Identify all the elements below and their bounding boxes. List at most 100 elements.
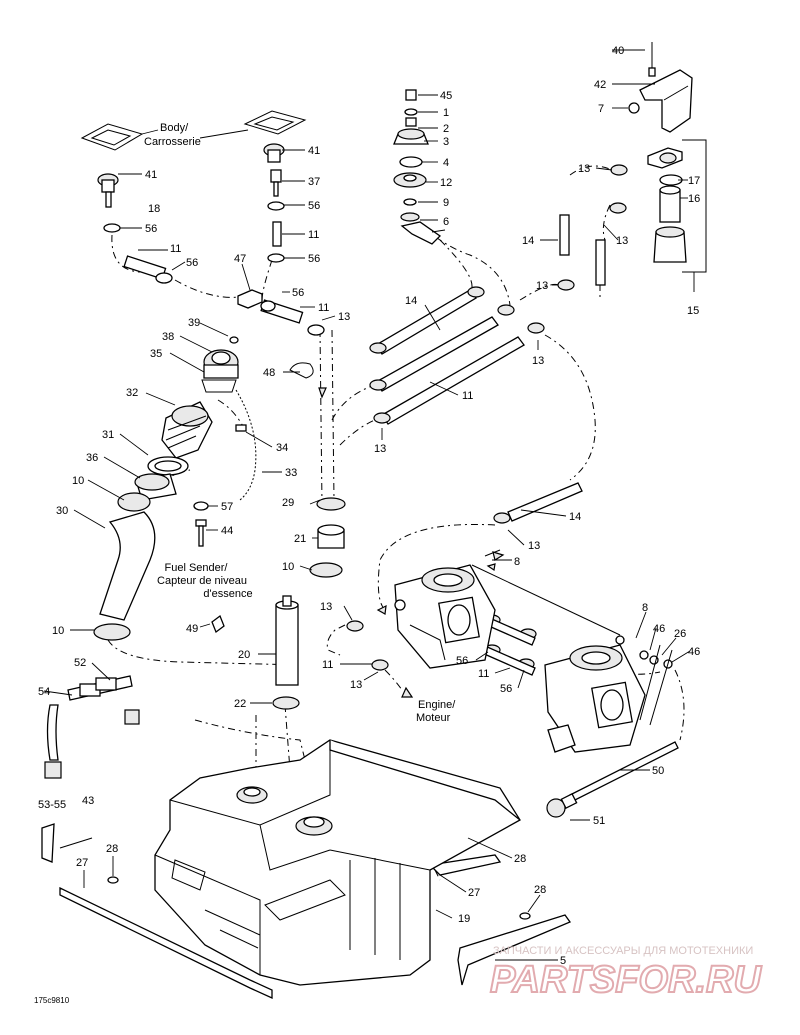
callout-37: 37	[308, 176, 320, 188]
callout-27-a: 27	[76, 857, 88, 869]
watermark-tagline: ЗАПЧАСТИ И АКСЕССУАРЫ ДЛЯ МОТОТЕХНИКИ	[493, 945, 753, 957]
callout-14-low: 14	[569, 511, 581, 523]
callout-42: 42	[594, 79, 606, 91]
callout-14-top: 14	[522, 235, 534, 247]
callout-8-b: 8	[642, 602, 648, 614]
callout-28-c: 28	[534, 884, 546, 896]
callout-3: 3	[443, 136, 449, 148]
label-moteur: Moteur	[416, 712, 451, 724]
callout-14-mid: 14	[405, 295, 417, 307]
callout-13-pump: 13	[578, 163, 590, 175]
callout-1: 1	[443, 107, 449, 119]
callout-13-d: 13	[338, 311, 350, 323]
label-body: Body/	[160, 122, 189, 134]
callout-46-b: 46	[688, 646, 700, 658]
callout-41-right: 41	[308, 145, 320, 157]
callout-35: 35	[150, 348, 162, 360]
fuel-sender-assembly	[211, 362, 346, 710]
callout-30: 30	[56, 505, 68, 517]
callout-15: 15	[687, 305, 699, 317]
callout-10-b: 10	[282, 561, 294, 573]
callout-38: 38	[162, 331, 174, 343]
callout-56-g: 56	[500, 683, 512, 695]
callout-5: 5	[560, 955, 566, 967]
callout-45: 45	[440, 90, 452, 102]
callout-11-c: 11	[318, 302, 329, 314]
callout-41-left: 41	[145, 169, 157, 181]
callout-26: 26	[674, 628, 686, 640]
callout-32: 32	[126, 387, 138, 399]
callout-21: 21	[294, 533, 306, 545]
leader-lines	[43, 49, 691, 961]
callout-29: 29	[282, 497, 294, 509]
callout-39: 39	[188, 317, 200, 329]
fuel-pump-assembly	[628, 42, 707, 292]
callout-34: 34	[276, 442, 288, 454]
callout-18: 18	[148, 203, 160, 215]
callout-56-b: 56	[308, 253, 320, 265]
callout-9: 9	[443, 197, 449, 209]
callout-11-b: 11	[170, 243, 181, 255]
tank-strap-and-brackets	[41, 675, 572, 1000]
callout-20: 20	[238, 649, 250, 661]
callout-10-c: 10	[52, 625, 64, 637]
callout-31: 31	[102, 429, 114, 441]
callout-13-i: 13	[350, 679, 362, 691]
callout-56-f: 56	[456, 655, 468, 667]
fuel-tank	[154, 739, 521, 986]
callout-13-right: 13	[616, 235, 628, 247]
callout-13-f: 13	[374, 443, 386, 455]
filler-neck-assembly	[93, 336, 257, 641]
callout-12: 12	[440, 177, 452, 189]
callout-56-e: 56	[292, 287, 304, 299]
figure-code: 175c9810	[34, 996, 70, 1005]
callout-53-55: 53-55	[38, 799, 66, 811]
body-vent-assembly	[80, 110, 325, 336]
callout-11-d: 11	[462, 390, 473, 402]
label-engine: Engine/	[418, 699, 456, 711]
callout-51: 51	[593, 815, 605, 827]
callout-43: 43	[82, 795, 94, 807]
watermark: ЗАПЧАСТИ И АКСЕССУАРЫ ДЛЯ МОТОТЕХНИКИ PA…	[489, 945, 763, 1002]
callout-4: 4	[443, 157, 449, 169]
callout-13-g: 13	[528, 540, 540, 552]
callout-6: 6	[443, 216, 449, 228]
callout-56-d: 56	[186, 257, 198, 269]
choke-cable	[546, 741, 679, 818]
callout-19: 19	[458, 913, 470, 925]
callout-46-a: 46	[653, 623, 665, 635]
callout-52: 52	[74, 657, 86, 669]
callout-48: 48	[263, 367, 275, 379]
callout-44: 44	[221, 525, 233, 537]
label-essence: d'essence	[203, 588, 252, 600]
callout-16: 16	[688, 193, 700, 205]
flow-arrows	[318, 387, 505, 698]
callout-56-a: 56	[308, 200, 320, 212]
callout-49: 49	[186, 623, 198, 635]
callout-36: 36	[86, 452, 98, 464]
carburetors	[394, 549, 673, 753]
annotations: Body/ Carrosserie Fuel Sender/ Capteur d…	[34, 122, 456, 1005]
callout-28-a: 28	[106, 843, 118, 855]
callout-40: 40	[612, 45, 624, 57]
callout-numbers: 40 42 7 45 1 2 3 4 12 9 6 13 17 16 14 13…	[38, 45, 700, 967]
callout-54: 54	[38, 686, 50, 698]
callout-47: 47	[234, 253, 246, 265]
callout-28-b: 28	[514, 853, 526, 865]
callout-56-c: 56	[145, 223, 157, 235]
callout-13-mid: 13	[536, 280, 548, 292]
label-capteur: Capteur de niveau	[157, 575, 247, 587]
callout-27-b: 27	[468, 887, 480, 899]
callout-17: 17	[688, 175, 700, 187]
callout-57: 57	[221, 501, 233, 513]
callout-22: 22	[234, 698, 246, 710]
callout-33: 33	[285, 467, 297, 479]
callout-2: 2	[443, 123, 449, 135]
label-carrosserie: Carrosserie	[144, 136, 201, 148]
callout-13-e: 13	[532, 355, 544, 367]
callout-7: 7	[598, 103, 604, 115]
callout-11-a: 11	[308, 229, 319, 241]
callout-11-f: 11	[322, 659, 333, 671]
fuel-valve-assembly	[393, 89, 446, 245]
